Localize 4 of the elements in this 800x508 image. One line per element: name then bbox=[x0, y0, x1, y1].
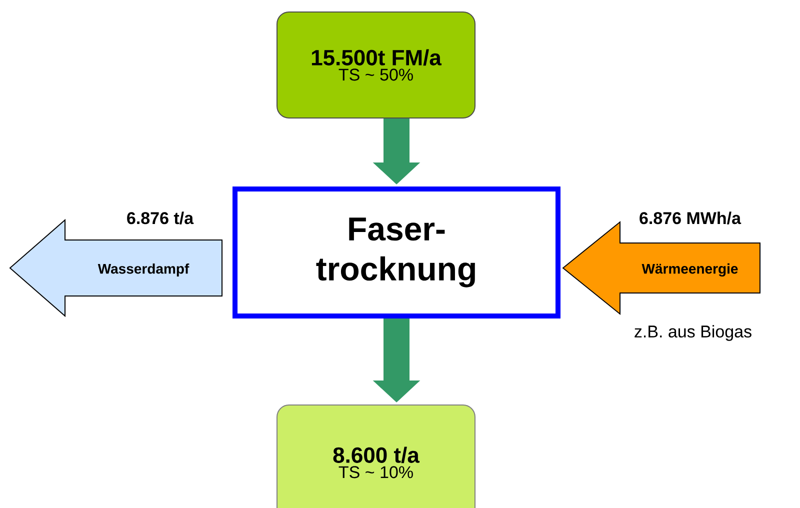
process-box: Faser- trocknung bbox=[232, 186, 560, 318]
flow-box: 15.500t FM/a TS ~ 50% bbox=[276, 12, 476, 118]
flow-box: 8.600 t/a TS ~ 10% bbox=[276, 404, 476, 508]
annotation: z.B. aus Biogas bbox=[634, 325, 752, 341]
